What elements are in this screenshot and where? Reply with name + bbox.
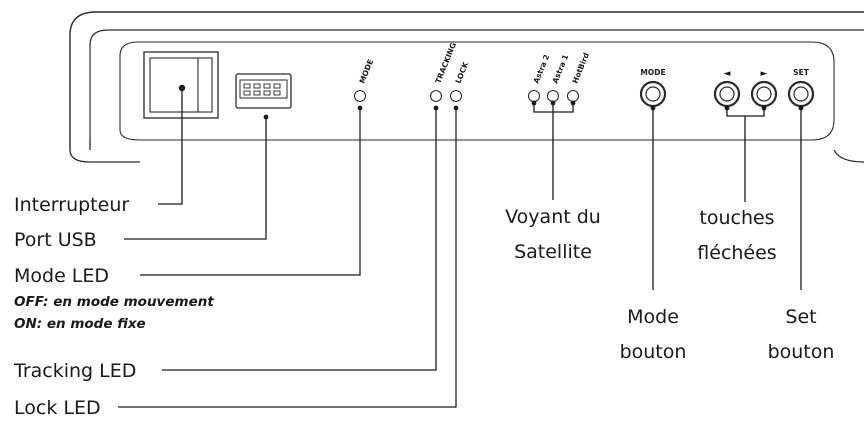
label-mode-led-note-on: ON: en mode fixe (14, 316, 146, 332)
label-lock-led: Lock LED (14, 397, 101, 419)
label-port-usb: Port USB (14, 229, 97, 251)
label-set-bouton-line1: Set (785, 306, 816, 328)
usb-port (235, 73, 292, 109)
power-switch (143, 51, 219, 119)
label-voyant-line1: Voyant du (505, 206, 601, 228)
mode-button (639, 80, 667, 108)
label-interrupteur: Interrupteur (14, 194, 129, 216)
label-mode-led-note-off: OFF: en mode mouvement (14, 294, 214, 310)
arrow-left-icon: ◄ (724, 69, 731, 79)
tracking-led (429, 89, 443, 103)
arrow-right-icon: ► (761, 69, 768, 79)
panel-label-astra1: Astra 1 (551, 53, 571, 85)
panel-label-mode-led: MODE (358, 58, 376, 85)
label-touches-line2: fléchées (697, 242, 776, 264)
leader-lines (118, 85, 804, 408)
hotbird-led (566, 89, 580, 103)
panel-label-hotbird: HotBird (571, 51, 591, 84)
mode-led (353, 89, 367, 103)
astra2-led (527, 89, 541, 103)
left-arrow-button (713, 80, 741, 108)
panel-label-mode-button: MODE (640, 68, 665, 77)
label-set-bouton-line2: bouton (768, 341, 835, 363)
panel-label-lock: LOCK (454, 60, 471, 85)
right-arrow-button (750, 80, 778, 108)
label-tracking-led: Tracking LED (13, 360, 136, 382)
label-mode-led: Mode LED (14, 265, 109, 287)
label-voyant-line2: Satellite (514, 241, 592, 263)
astra1-led (546, 89, 560, 103)
label-mode-bouton-line1: Mode (627, 306, 679, 328)
panel-label-set: SET (793, 68, 810, 77)
arrow-buttons-bracket (724, 105, 767, 202)
satellite-led-bracket (531, 100, 576, 200)
label-touches-line1: touches (699, 207, 774, 229)
label-mode-bouton-line2: bouton (620, 341, 687, 363)
panel-label-astra2: Astra 2 (532, 53, 552, 85)
set-button (787, 80, 815, 108)
lock-led (449, 89, 463, 103)
device-body (69, 11, 864, 163)
